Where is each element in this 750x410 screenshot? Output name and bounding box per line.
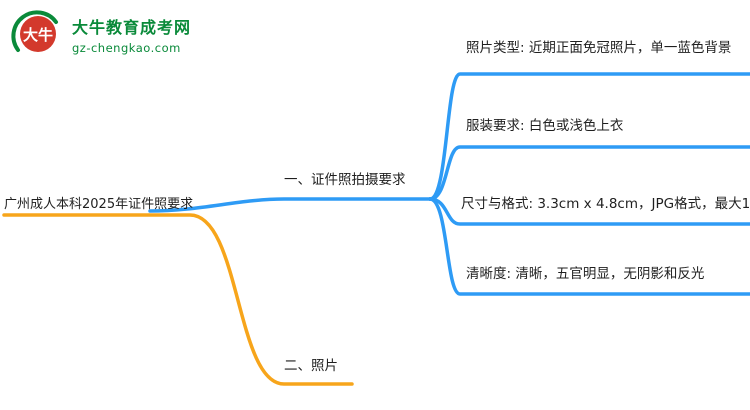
site-name: 大牛教育成考网	[72, 17, 192, 37]
leaf-node-clarity: 清晰度: 清晰，五官明显，无阴影和反光	[466, 266, 705, 282]
logo-leaf-swoosh	[11, 10, 58, 52]
site-logo-icon: 大牛	[11, 10, 58, 52]
logo-red-disc	[20, 16, 56, 52]
site-logo: 大牛 大牛教育成考网 gz-chengkao.com	[10, 9, 191, 59]
site-logo-text-block: 大牛教育成考网 gz-chengkao.com	[72, 14, 191, 55]
connector-branch-to-clarity	[428, 197, 750, 296]
site-url: gz-chengkao.com	[72, 40, 181, 55]
connector-branch-to-clothing	[428, 145, 750, 201]
branch-node-id-photo-requirements: 一、证件照拍摄要求	[284, 172, 406, 188]
logo-icon-text: 大牛	[23, 26, 53, 44]
connector-branch-to-photo-type	[428, 72, 750, 201]
connector-root-to-photo-branch	[2, 213, 354, 386]
connector-root-to-requirements-branch	[148, 197, 432, 213]
root-node: 广州成人本科2025年证件照要求	[4, 197, 194, 212]
leaf-node-clothing-requirement: 服装要求: 白色或浅色上衣	[466, 118, 624, 134]
branch-node-photo: 二、照片	[284, 358, 338, 374]
leaf-node-size-and-format: 尺寸与格式: 3.3cm x 4.8cm，JPG格式，最大10KB	[461, 196, 750, 212]
leaf-node-photo-type: 照片类型: 近期正面免冠照片，单一蓝色背景	[466, 40, 732, 56]
